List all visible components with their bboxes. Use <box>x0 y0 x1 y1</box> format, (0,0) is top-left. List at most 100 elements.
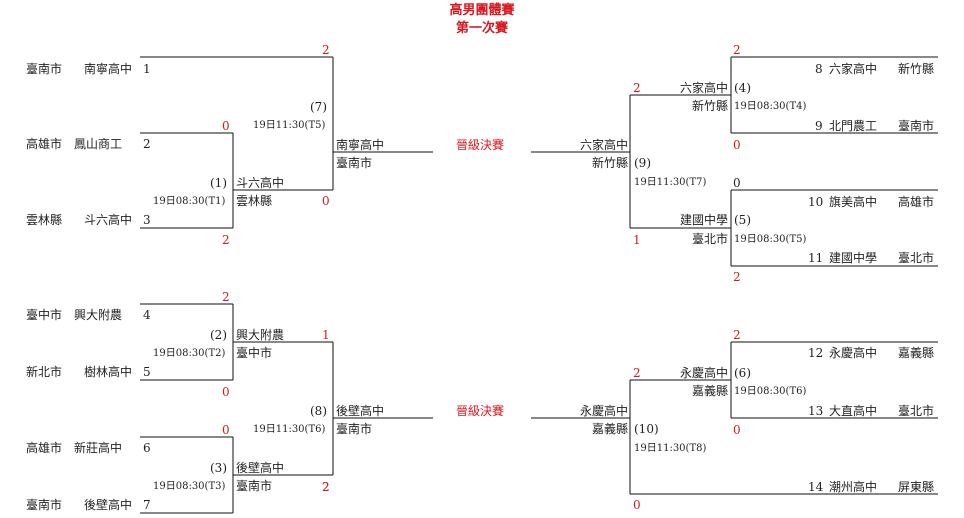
team-4-city: 臺中市 <box>26 308 63 322</box>
match-4-time: 19日08:30(T4) <box>734 101 807 112</box>
match-5-number: (5) <box>734 213 751 227</box>
match-5-score-a: 0 <box>733 176 741 190</box>
team-10-seed: 10 <box>808 195 824 209</box>
final-label-bottom: 晉級決賽 <box>456 404 505 418</box>
match-9-score-a: 2 <box>633 81 641 95</box>
match-2-time: 19日08:30(T2) <box>153 348 226 359</box>
match-4-number: (4) <box>734 81 751 95</box>
match-8-score-b: 2 <box>322 480 330 494</box>
match-6-winner-city: 嘉義縣 <box>691 384 728 398</box>
match-3-number: (3) <box>210 461 227 475</box>
match-4-score-b: 0 <box>733 138 741 152</box>
team-1-school: 南寧高中 <box>84 62 133 76</box>
match-2-number: (2) <box>210 328 227 342</box>
final-label-top: 晉級決賽 <box>456 138 505 152</box>
team-5-seed: 5 <box>143 365 151 379</box>
team-10-school: 旗美高中 <box>829 195 878 209</box>
match-1-time: 19日08:30(T1) <box>153 196 226 207</box>
match-9-number: (9) <box>634 156 651 170</box>
page-subtitle: 第一次賽 <box>455 21 509 36</box>
match-10-number: (10) <box>634 422 659 436</box>
match-6-winner-school: 永慶高中 <box>679 366 728 380</box>
team-9-school: 北門農工 <box>829 119 878 133</box>
team-7-seed: 7 <box>143 498 151 512</box>
match-6-score-b: 0 <box>733 423 741 437</box>
match-2-score-b: 0 <box>222 385 230 399</box>
team-12-city: 嘉義縣 <box>898 346 935 360</box>
team-4-seed: 4 <box>143 308 151 322</box>
team-14-seed: 14 <box>808 480 824 494</box>
team-13-school: 大直高中 <box>829 404 878 418</box>
match-4-score-a: 2 <box>733 43 741 57</box>
team-2-seed: 2 <box>143 137 151 151</box>
match-9-winner-school: 六家高中 <box>579 138 628 152</box>
match-10-score-b: 0 <box>633 498 641 512</box>
team-3-city: 雲林縣 <box>26 213 63 227</box>
team-7-school: 後壁高中 <box>84 498 133 512</box>
page-title: 高男團體賽 <box>449 3 515 18</box>
match-1-number: (1) <box>210 176 227 190</box>
team-3-seed: 3 <box>143 213 151 227</box>
team-1-city: 臺南市 <box>26 62 63 76</box>
match-5-time: 19日08:30(T5) <box>734 234 807 245</box>
match-5-score-b: 2 <box>733 270 741 284</box>
match-9-score-b: 1 <box>633 233 641 247</box>
match-4-winner-school: 六家高中 <box>679 81 728 95</box>
match-1-score-a: 0 <box>222 119 230 133</box>
match-3-time: 19日08:30(T3) <box>153 481 226 492</box>
match-1-winner-city: 雲林縣 <box>236 194 273 208</box>
match-8-winner-school: 後壁高中 <box>336 404 385 418</box>
team-1-seed: 1 <box>143 62 151 76</box>
match-3-winner-school: 後壁高中 <box>236 461 285 475</box>
team-3-school: 斗六高中 <box>84 213 133 227</box>
team-11-city: 臺北市 <box>898 251 935 265</box>
match-5-winner-city: 臺北市 <box>691 232 728 246</box>
match-7-score-a: 2 <box>322 43 330 57</box>
match-7-winner-city: 臺南市 <box>336 156 373 170</box>
team-7-city: 臺南市 <box>26 498 63 512</box>
team-12-school: 永慶高中 <box>829 346 878 360</box>
team-8-school: 六家高中 <box>829 62 878 76</box>
team-14-school: 潮州高中 <box>829 480 878 494</box>
match-3-winner-city: 臺南市 <box>236 479 273 493</box>
match-9-winner-city: 新竹縣 <box>591 156 628 170</box>
team-5-city: 新北市 <box>26 365 63 379</box>
team-8-city: 新竹縣 <box>898 62 935 76</box>
match-3-score-b: 2 <box>322 480 330 494</box>
match-7-winner-school: 南寧高中 <box>336 138 385 152</box>
match-8-score-a: 1 <box>322 328 330 342</box>
team-13-seed: 13 <box>808 404 824 418</box>
match-1-winner-school: 斗六高中 <box>236 176 285 190</box>
match-10-winner-school: 永慶高中 <box>579 404 628 418</box>
match-4-winner-city: 新竹縣 <box>691 99 728 113</box>
team-9-city: 臺南市 <box>898 119 935 133</box>
match-9-time: 19日11:30(T7) <box>634 177 707 188</box>
match-5-winner-school: 建國中學 <box>679 213 728 227</box>
team-9-seed: 9 <box>815 119 823 133</box>
match-2-score-a: 2 <box>222 290 230 304</box>
match-7-number: (7) <box>310 100 327 114</box>
match-2-winner-school: 興大附農 <box>236 328 285 342</box>
match-8-winner-city: 臺南市 <box>336 422 373 436</box>
match-10-score-a: 2 <box>633 366 641 380</box>
match-10-time: 19日11:30(T8) <box>634 443 707 454</box>
team-2-school: 鳳山商工 <box>74 137 123 151</box>
match-10-winner-city: 嘉義縣 <box>591 422 628 436</box>
match-8-time: 19日11:30(T6) <box>253 424 326 435</box>
team-4-school: 興大附農 <box>74 308 123 322</box>
match-6-time: 19日08:30(T6) <box>734 386 807 397</box>
team-11-school: 建國中學 <box>829 251 878 265</box>
team-10-city: 高雄市 <box>898 195 935 209</box>
team-6-school: 新莊高中 <box>74 441 123 455</box>
match-8-number: (8) <box>310 404 327 418</box>
team-2-city: 高雄市 <box>26 137 63 151</box>
team-12-seed: 12 <box>808 346 824 360</box>
match-1-score-b: 2 <box>222 233 230 247</box>
team-6-seed: 6 <box>143 441 151 455</box>
match-7-time: 19日11:30(T5) <box>253 120 326 131</box>
team-5-school: 樹林高中 <box>84 365 133 379</box>
match-2-winner-city: 臺中市 <box>236 346 273 360</box>
team-14-city: 屏東縣 <box>898 480 935 494</box>
